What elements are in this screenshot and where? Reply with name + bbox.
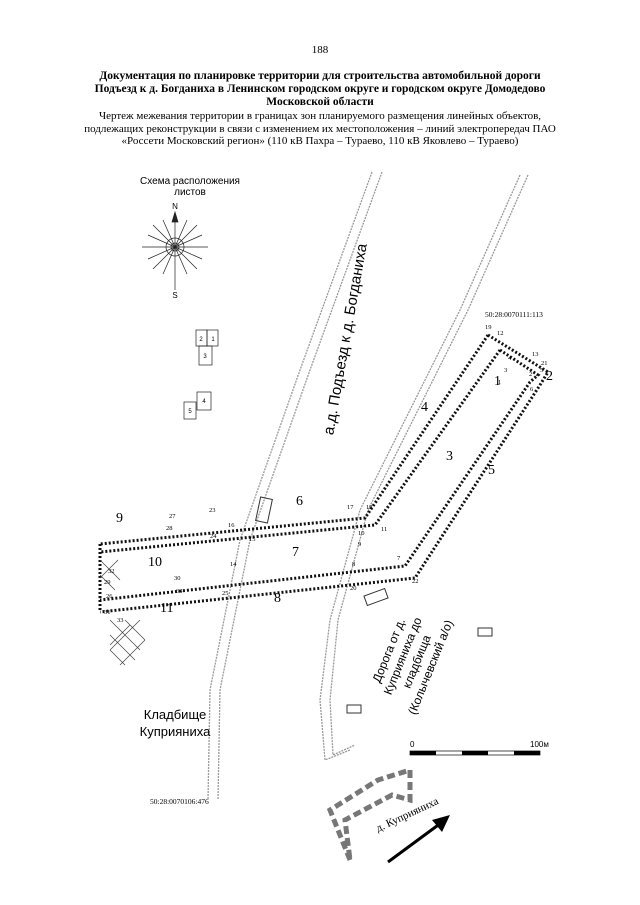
point-number: 32 (108, 568, 115, 575)
sheet-number: 3 (203, 354, 207, 360)
main-road (207, 171, 383, 801)
point-number: 4 (508, 355, 512, 362)
sheet-number: 1 (211, 337, 215, 343)
side-road (319, 174, 529, 761)
point-number: 19 (485, 324, 492, 331)
subtitle-line: Чертеж межевания территории в границах з… (98, 110, 542, 122)
point-number: 29 (104, 579, 111, 586)
point-number: 28 (166, 525, 173, 532)
plot-number: 11 (160, 601, 173, 616)
drawing-subtitle: Чертеж межевания территории в границах з… (62, 110, 578, 148)
point-number: 6 (530, 386, 534, 393)
cemetery-label: Куприяниха (140, 724, 211, 739)
point-number: 13 (532, 351, 539, 358)
compass-rose-icon (142, 210, 208, 280)
sheet-number: 2 (199, 337, 203, 343)
point-number: 17 (347, 504, 354, 511)
plot-number: 8 (274, 591, 281, 606)
scale-start: 0 (410, 740, 415, 749)
plot-number: 9 (116, 511, 123, 526)
page-number: 188 (311, 44, 329, 56)
point-number: 18 (366, 504, 373, 511)
point-number: 9 (358, 541, 361, 548)
point-number: 23 (209, 507, 216, 514)
title-line: Подъезд к д. Богданиха в Ленинском город… (94, 83, 546, 95)
cadastral-number: 50:28:0070111:113 (485, 310, 543, 319)
sheet-scheme-label: листов (174, 187, 206, 198)
point-number: 24 (210, 533, 217, 540)
sheet-index (183, 329, 219, 420)
point-number: 1 (498, 379, 501, 386)
plot-number: 3 (446, 449, 453, 464)
point-number: 30 (174, 575, 181, 582)
plot-number: 4 (421, 400, 428, 415)
point-number: 34 (176, 588, 183, 595)
scale-end: 100м (530, 740, 549, 749)
point-number: 26 (106, 593, 113, 600)
plot-number: 6 (296, 494, 303, 509)
cadastral-number: 50:28:0070106:476 (150, 797, 209, 806)
point-number: 21 (541, 360, 548, 367)
point-number: 25 (222, 590, 229, 597)
point-number: 11 (381, 526, 387, 533)
village-boundary (326, 766, 413, 861)
point-number: 16 (228, 522, 235, 529)
compass-south: S (172, 291, 177, 300)
point-number: 22 (412, 578, 419, 585)
sheet-number: 4 (202, 399, 206, 405)
building (255, 496, 493, 714)
title-line: Московской области (266, 96, 374, 108)
title-line: Документация по планировке территории дл… (99, 70, 541, 82)
point-number: 12 (497, 330, 504, 337)
scale-bar (409, 750, 541, 756)
point-number: 27 (169, 513, 176, 520)
plot-number: 10 (148, 555, 162, 570)
cemetery-label: Кладбище (144, 707, 206, 722)
compass-north: N (172, 202, 178, 211)
direction-arrow-icon (387, 815, 450, 864)
point-number: 5 (540, 367, 543, 374)
point-number: 3 (504, 367, 507, 374)
plot-boundaries (98, 333, 551, 614)
plot-number: 2 (546, 369, 553, 384)
subtitle-line: «Россети Московский регион» (110 кВ Пахр… (121, 135, 519, 147)
point-number: 20 (350, 585, 357, 592)
sheet-scheme-label: Схема расположения (140, 176, 240, 187)
point-number: 33 (117, 617, 124, 624)
subtitle-line: подлежащих реконструкции в связи с измен… (84, 122, 556, 135)
point-number: 2 (529, 371, 532, 378)
document-title: Документация по планировке территории дл… (70, 70, 570, 109)
plot-number: 1 (494, 374, 501, 389)
plot-number: 7 (292, 545, 299, 560)
point-number: 14 (230, 561, 237, 568)
sheet-number: 5 (188, 409, 192, 415)
point-number: 10 (358, 530, 365, 537)
point-number: 8 (352, 561, 355, 568)
point-number: 7 (397, 555, 401, 562)
plot-number: 5 (488, 463, 495, 478)
cemetery-area (99, 559, 146, 666)
point-number: 15 (249, 536, 256, 543)
point-number: 31 (104, 609, 111, 616)
